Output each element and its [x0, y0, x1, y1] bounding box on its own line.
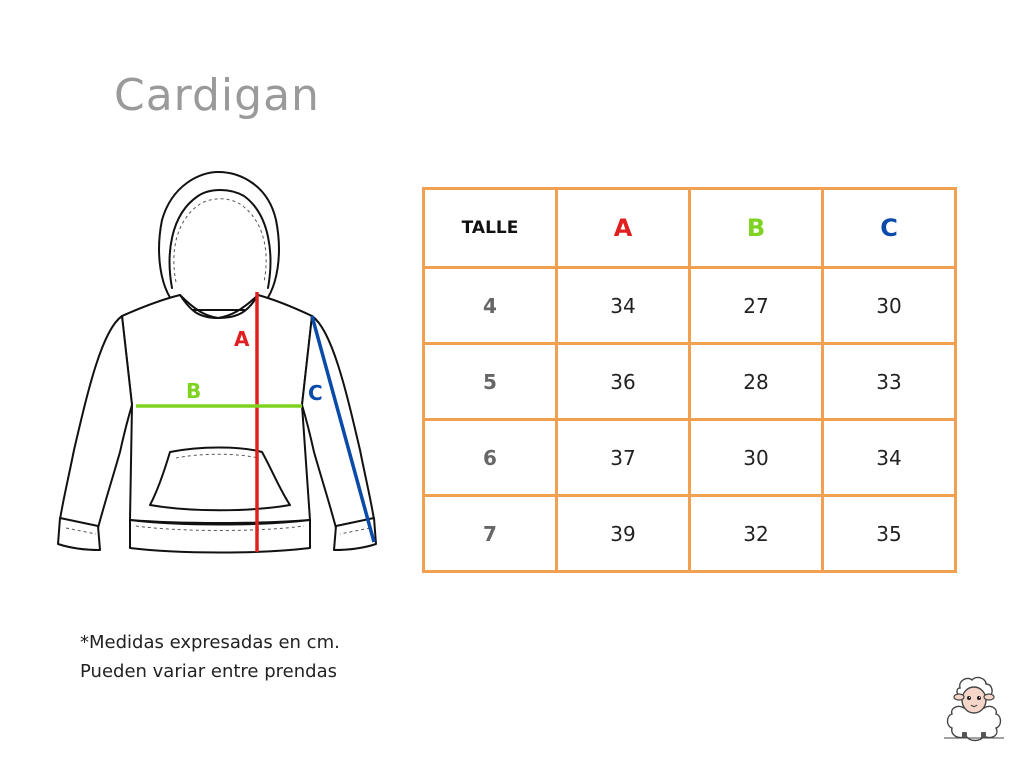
size-table: TALLE A B C 4 34 27 30 5 36 28 33 6 37 3… — [422, 187, 957, 573]
value-cell-a: 39 — [555, 494, 691, 573]
measure-line-c — [310, 315, 376, 543]
pocket — [149, 446, 291, 512]
collar — [179, 294, 259, 319]
value-cell-b: 32 — [688, 494, 824, 573]
measurement-note: *Medidas expresadas en cm. Pueden variar… — [80, 628, 340, 686]
left-sleeve — [59, 315, 133, 529]
header-b: B — [688, 187, 824, 269]
label-a: A — [234, 327, 250, 351]
left-cuff — [57, 517, 101, 551]
value-cell-a: 34 — [555, 266, 691, 345]
value-cell-b: 27 — [688, 266, 824, 345]
sheep-logo-icon — [944, 676, 1004, 742]
value-cell-c: 30 — [821, 266, 957, 345]
value-cell-c: 35 — [821, 494, 957, 573]
hood-outline — [158, 171, 280, 311]
value-cell-a: 37 — [555, 418, 691, 497]
page-title: Cardigan — [114, 70, 320, 121]
table-row: 5 36 28 33 — [422, 342, 957, 421]
label-c: C — [308, 381, 323, 405]
size-cell: 4 — [422, 266, 558, 345]
size-cell: 7 — [422, 494, 558, 573]
table-header-row: TALLE A B C — [422, 187, 957, 269]
label-b: B — [186, 379, 201, 403]
value-cell-b: 30 — [688, 418, 824, 497]
value-cell-c: 33 — [821, 342, 957, 421]
table-row: 4 34 27 30 — [422, 266, 957, 345]
header-c: C — [821, 187, 957, 269]
table-row: 6 37 30 34 — [422, 418, 957, 497]
size-cell: 6 — [422, 418, 558, 497]
hood-inner — [168, 189, 272, 289]
hoodie-diagram: A B C — [57, 171, 377, 554]
note-line-1: *Medidas expresadas en cm. — [80, 632, 340, 653]
right-cuff — [333, 517, 377, 551]
note-line-2: Pueden variar entre prendas — [80, 661, 337, 682]
value-cell-a: 36 — [555, 342, 691, 421]
header-talle: TALLE — [422, 187, 558, 269]
value-cell-c: 34 — [821, 418, 957, 497]
table-row: 7 39 32 35 — [422, 494, 957, 573]
value-cell-b: 28 — [688, 342, 824, 421]
header-a: A — [555, 187, 691, 269]
waistband — [129, 519, 311, 554]
size-cell: 5 — [422, 342, 558, 421]
